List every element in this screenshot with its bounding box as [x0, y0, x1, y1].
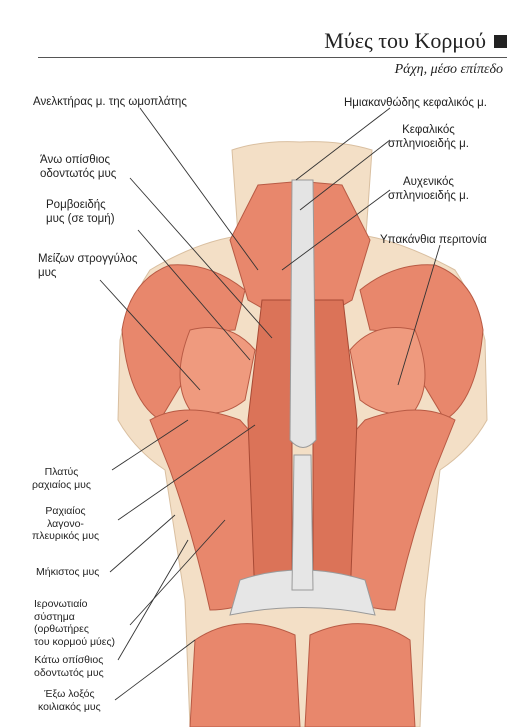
right-deltoid [359, 264, 484, 421]
right-gluteus [304, 623, 416, 727]
page-title: Μύες του Κορμού [324, 28, 507, 54]
label-levator-scapulae: Ανελκτήρας μ. της ωμοπλάτης [33, 96, 187, 108]
leader-serratus-posterior-superior [129, 177, 273, 339]
leader-external-oblique [114, 639, 196, 701]
left-gluteus [189, 623, 301, 727]
label-splenius-capitis: Κεφαλικός σπληνιοειδής μ. [388, 124, 469, 150]
label-teres-major: Μείζων στρογγύλος μυς [38, 253, 138, 279]
leader-serratus-posterior-inferior [117, 539, 189, 661]
leader-erector-spinae [129, 519, 226, 626]
left-deltoid [121, 264, 246, 421]
label-iliocostalis: Ραχιαίος λαγονο- πλευρικός μυς [32, 505, 100, 542]
label-longissimus: Μήκιστος μυς [36, 566, 100, 578]
label-latissimus-dorsi: Πλατύς ραχιαίος μυς [32, 466, 91, 491]
leader-latissimus [111, 419, 189, 471]
label-rhomboid: Ρομβοειδής μυς (σε τομή) [46, 199, 115, 225]
label-semispinalis-capitis: Ημιακανθώδης κεφαλικός μ. [344, 97, 487, 109]
label-erector-spinae: Ιερονωτιαίο σύστημα (ορθωτήρες του κορμο… [34, 598, 116, 648]
leader-rhomboid [137, 229, 251, 361]
leader-levator-scapulae [139, 107, 259, 271]
right-infraspinatus [349, 327, 426, 414]
leader-splenius-cervicis [281, 189, 391, 271]
spine-fascia [289, 179, 317, 448]
label-serratus-posterior-superior: Άνω οπίσθιος οδοντωτός μυς [40, 154, 117, 180]
leader-semispinalis [295, 107, 391, 181]
left-infraspinatus [179, 327, 256, 414]
page-title-text: Μύες του Κορμού [324, 28, 486, 53]
leader-iliocostalis [117, 424, 256, 521]
label-external-oblique: Έξω λοξός κοιλιακός μυς [38, 688, 101, 713]
title-rule [38, 57, 507, 58]
label-infraspinatus-fascia: Υπακάνθια περιτονία [380, 234, 487, 246]
label-serratus-posterior-inferior: Κάτω οπίσθιος οδοντωτός μυς [34, 654, 104, 679]
leader-splenius-capitis [299, 139, 391, 211]
page-subtitle: Ράχη, μέσο επίπεδο [394, 62, 503, 77]
leader-longissimus [109, 514, 176, 573]
leader-teres-major [99, 279, 201, 391]
label-splenius-cervicis: Αυχενικός σπληνιοειδής μ. [388, 176, 469, 202]
leader-infraspinatus-fascia [397, 244, 441, 386]
lumbar-fascia [229, 569, 376, 616]
leader-lines [99, 107, 441, 701]
lower-spine [291, 454, 314, 591]
title-square-icon [494, 34, 507, 48]
